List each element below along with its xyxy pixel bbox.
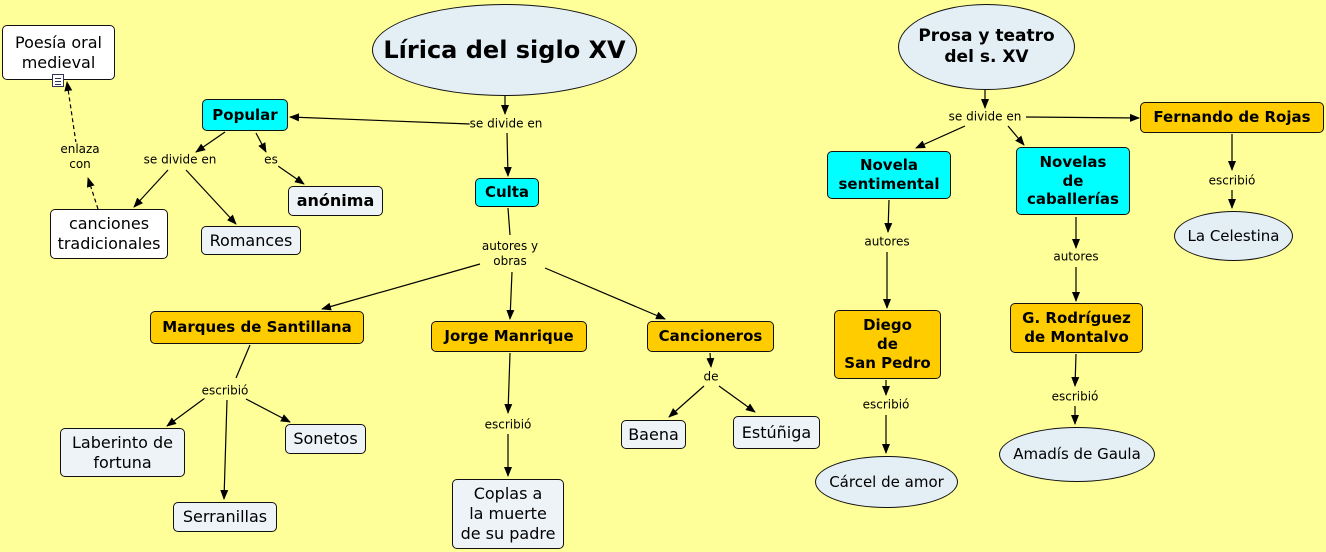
link-label: de (703, 369, 719, 385)
link-label: se divide en (948, 109, 1022, 125)
link (668, 385, 705, 418)
concept-prosa[interactable]: Prosa y teatro del s. XV (898, 4, 1075, 90)
concept-popular[interactable]: Popular (202, 99, 288, 131)
link-label: escribió (201, 383, 249, 399)
link (706, 352, 715, 368)
concept-carcel[interactable]: Cárcel de amor (815, 456, 958, 508)
concept-coplas[interactable]: Coplas a la muerte de su padre (452, 479, 564, 549)
concept-lirica[interactable]: Lírica del siglo XV (372, 4, 637, 96)
concept-culta[interactable]: Culta (475, 178, 539, 207)
link (166, 397, 206, 427)
link-label: escribió (862, 397, 910, 413)
link (884, 199, 893, 233)
link-label: escribió (1208, 173, 1256, 189)
link (718, 385, 756, 413)
concept-montalvo[interactable]: G. Rodríguez de Montalvo (1010, 303, 1143, 353)
link (915, 125, 966, 149)
link (185, 169, 237, 225)
link (506, 271, 515, 320)
document-icon[interactable] (52, 74, 64, 87)
concept-poesia-oral[interactable]: Poesía oral medieval (2, 25, 115, 80)
concept-canciones[interactable]: canciones tradicionales (50, 209, 168, 259)
link (133, 169, 169, 208)
concept-baena[interactable]: Baena (621, 420, 686, 449)
link (503, 132, 512, 177)
link-label: enlaza con (60, 142, 100, 172)
link (1025, 113, 1140, 122)
link-label: escribió (1051, 389, 1099, 405)
link-label: se divide en (143, 152, 217, 168)
link (544, 267, 666, 320)
link-label: autores (1053, 249, 1099, 265)
link (277, 165, 305, 185)
link (255, 132, 267, 153)
concept-diego[interactable]: Diego de San Pedro (834, 310, 941, 379)
link-label: autores y obras (481, 239, 539, 269)
concept-novela-sentimental[interactable]: Novela sentimental (827, 151, 951, 199)
concept-santillana[interactable]: Marques de Santillana (150, 311, 364, 344)
concept-novelas-caballerias[interactable]: Novelas de caballerías (1016, 147, 1130, 215)
link (86, 177, 99, 210)
link-label: escribió (484, 417, 532, 433)
link-label: autores (864, 234, 910, 250)
link (195, 131, 226, 153)
concept-romances[interactable]: Romances (201, 226, 301, 255)
link (1071, 353, 1080, 387)
link (220, 399, 229, 500)
link (245, 398, 291, 423)
concept-rojas[interactable]: Fernando de Rojas (1140, 102, 1324, 133)
link (289, 113, 471, 125)
concept-estuniga[interactable]: Estúñiga (733, 416, 820, 449)
concept-sonetos[interactable]: Sonetos (285, 424, 366, 454)
link (321, 263, 481, 311)
concept-anonima[interactable]: anónima (288, 186, 383, 216)
concept-celestina[interactable]: La Celestina (1174, 211, 1293, 261)
link-label: es (264, 152, 278, 168)
concept-manrique[interactable]: Jorge Manrique (431, 321, 587, 352)
link-label: se divide en (469, 116, 543, 132)
concept-serranillas[interactable]: Serranillas (173, 502, 277, 532)
link (64, 81, 77, 144)
link (504, 352, 513, 414)
link (507, 207, 511, 236)
concept-amadis[interactable]: Amadís de Gaula (999, 427, 1155, 482)
link (1007, 125, 1025, 146)
link (235, 344, 251, 379)
concept-cancioneros[interactable]: Cancioneros (647, 321, 774, 352)
concept-laberinto[interactable]: Laberinto de fortuna (60, 428, 185, 477)
